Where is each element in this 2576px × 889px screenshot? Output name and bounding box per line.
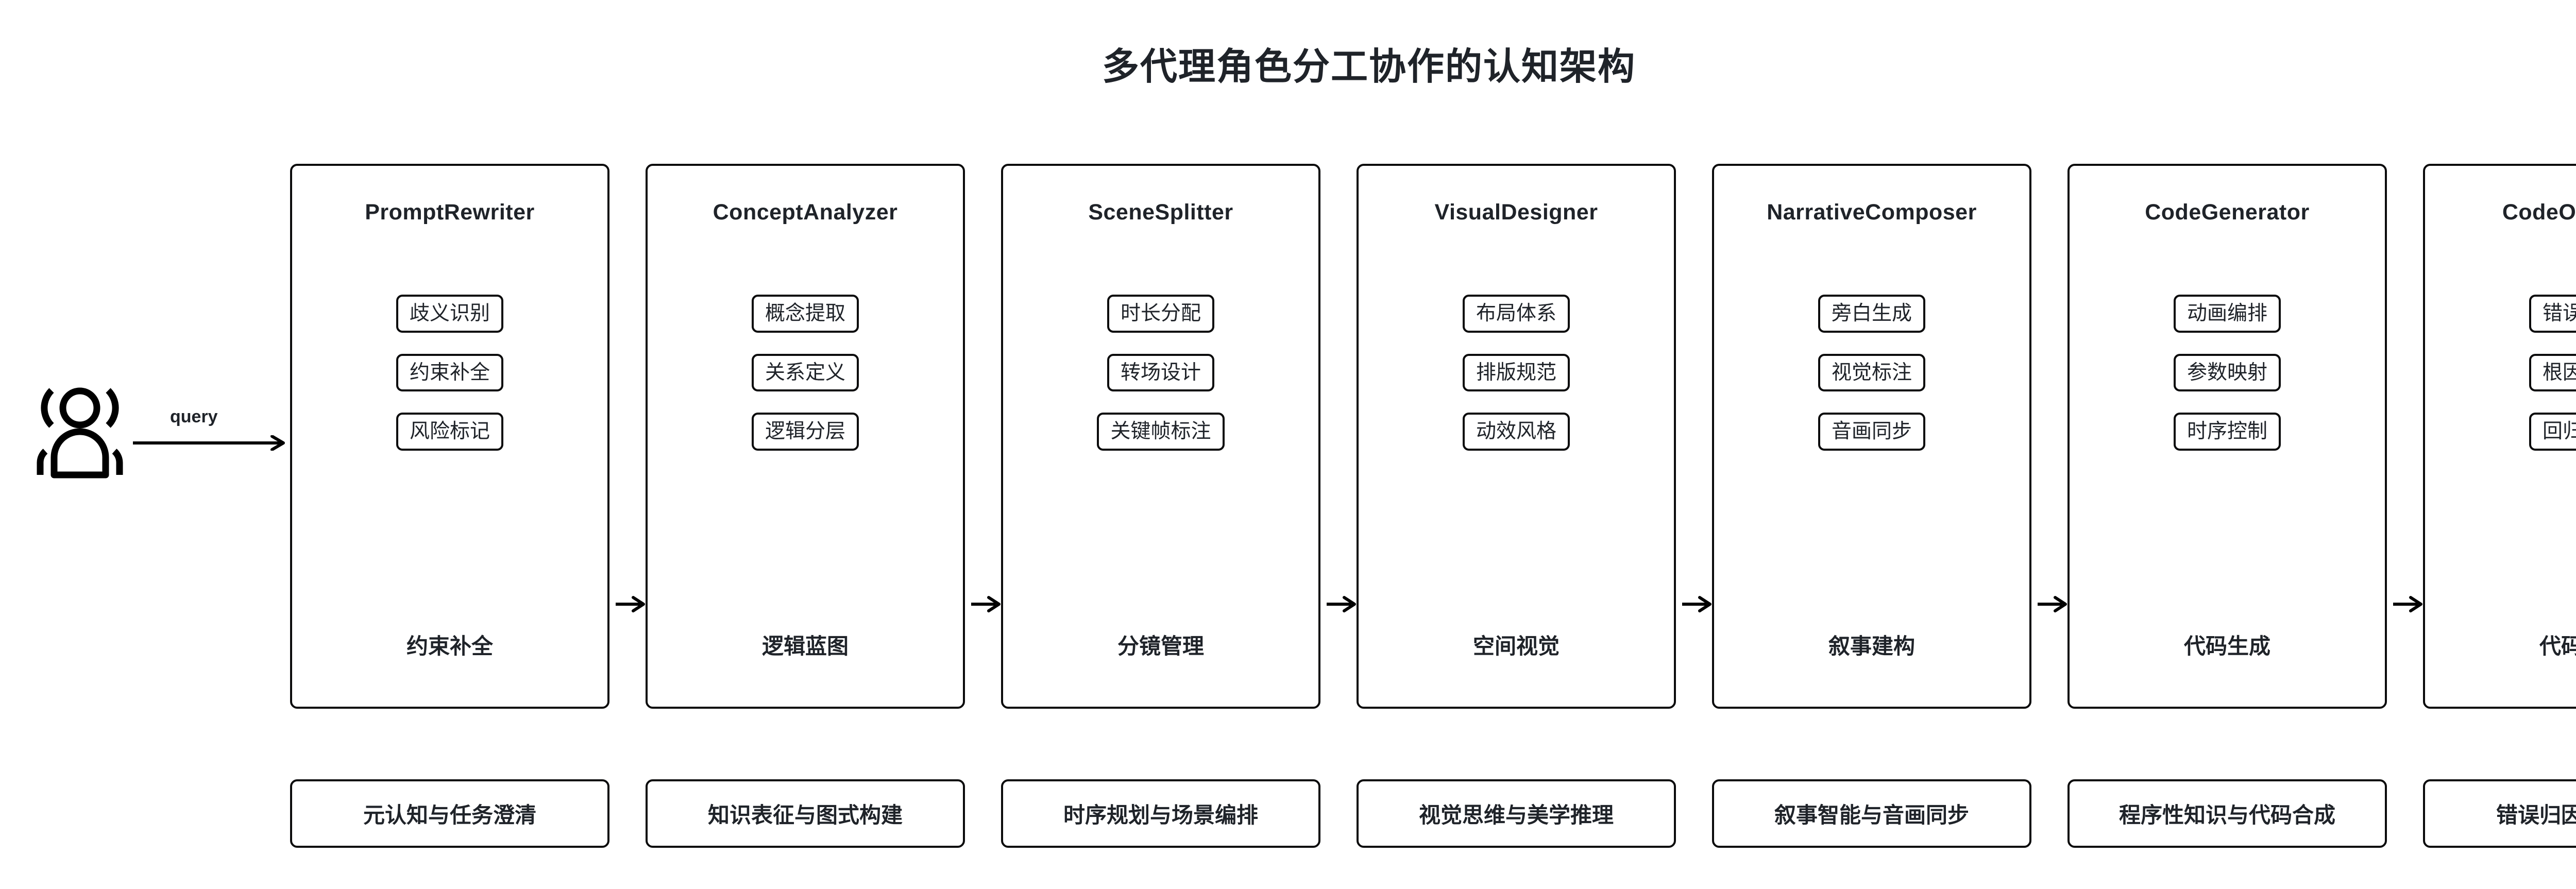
agent-capability-list: 旁白生成 视觉标注 音画同步 xyxy=(1714,295,2029,451)
capability-captions-row: 元认知与任务澄清 知识表征与图式构建 时序规划与场景编排 视觉思维与美学推理 叙… xyxy=(290,779,2576,849)
agent-panel-footer: 叙事建构 xyxy=(1828,634,1915,658)
caption-text: 错误归因与自修复 xyxy=(2496,803,2576,827)
capability-chip[interactable]: 关系定义 xyxy=(751,353,859,392)
capability-chip[interactable]: 时序控制 xyxy=(2173,413,2281,451)
capability-chip[interactable]: 回归测试 xyxy=(2529,413,2576,451)
agent-panel-title: NarrativeComposer xyxy=(1767,200,1977,225)
capability-chip[interactable]: 布局体系 xyxy=(1462,295,1570,333)
capability-chip[interactable]: 排版规范 xyxy=(1462,353,1570,392)
caption-text: 时序规划与场景编排 xyxy=(1063,803,1258,827)
arrow-right-icon xyxy=(133,435,287,451)
caption-box[interactable]: 元认知与任务澄清 xyxy=(290,779,609,848)
agent-panel-title: PromptRewriter xyxy=(365,200,535,225)
agent-panel-footer: 代码生成 xyxy=(2183,634,2270,658)
arrow-right-icon xyxy=(615,595,646,613)
caption-box[interactable]: 程序性知识与代码合成 xyxy=(2067,779,2387,848)
capability-chip[interactable]: 风险标记 xyxy=(396,413,503,451)
caption-box[interactable]: 知识表征与图式构建 xyxy=(646,779,965,848)
capability-chip[interactable]: 约束补全 xyxy=(396,353,503,392)
agent-panel-promptrewriter[interactable]: PromptRewriter 歧义识别 约束补全 风险标记 约束补全 xyxy=(290,164,609,709)
capability-chip[interactable]: 音画同步 xyxy=(1818,413,1925,451)
capability-chip[interactable]: 根因分析 xyxy=(2529,353,2576,392)
arrow-right-icon xyxy=(2392,595,2423,613)
agent-panel-visualdesigner[interactable]: VisualDesigner 布局体系 排版规范 动效风格 空间视觉 xyxy=(1357,164,1676,709)
capability-chip[interactable]: 错误捕获 xyxy=(2529,295,2576,333)
caption-box[interactable]: 时序规划与场景编排 xyxy=(1001,779,1320,848)
capability-chip[interactable]: 动效风格 xyxy=(1462,413,1570,451)
capability-chip[interactable]: 动画编排 xyxy=(2173,295,2281,333)
caption-text: 元认知与任务澄清 xyxy=(363,803,536,827)
caption-box[interactable]: 错误归因与自修复 xyxy=(2423,779,2576,848)
caption-box[interactable]: 叙事智能与音画同步 xyxy=(1712,779,2031,848)
agent-capability-list: 概念提取 关系定义 逻辑分层 xyxy=(648,295,963,451)
agent-capability-list: 歧义识别 约束补全 风险标记 xyxy=(292,295,607,451)
agent-panel-title: ConceptAnalyzer xyxy=(713,200,898,225)
agent-capability-list: 时长分配 转场设计 关键帧标注 xyxy=(1003,295,1318,451)
agent-capability-list: 布局体系 排版规范 动效风格 xyxy=(1359,295,1674,451)
agent-capability-list: 动画编排 参数映射 时序控制 xyxy=(2070,295,2385,451)
user-actor-icon xyxy=(31,376,129,479)
arrow-right-icon xyxy=(1681,595,1712,613)
capability-chip[interactable]: 旁白生成 xyxy=(1818,295,1925,333)
caption-text: 视觉思维与美学推理 xyxy=(1418,803,1614,827)
caption-text: 知识表征与图式构建 xyxy=(707,803,903,827)
capability-chip[interactable]: 歧义识别 xyxy=(396,295,503,333)
agent-panel-footer: 分镜管理 xyxy=(1117,634,1204,658)
capability-chip[interactable]: 转场设计 xyxy=(1107,353,1214,392)
caption-box[interactable]: 视觉思维与美学推理 xyxy=(1357,779,1676,848)
actor-group: query xyxy=(21,355,289,510)
capability-chip[interactable]: 参数映射 xyxy=(2173,353,2281,392)
capability-chip[interactable]: 时长分配 xyxy=(1107,295,1214,333)
capability-chip[interactable]: 视觉标注 xyxy=(1818,353,1925,392)
capability-chip[interactable]: 关键帧标注 xyxy=(1097,413,1225,451)
agent-panel-codegenerator[interactable]: CodeGenerator 动画编排 参数映射 时序控制 代码生成 xyxy=(2067,164,2387,709)
agent-panel-footer: 约束补全 xyxy=(406,634,493,658)
agent-panel-title: SceneSplitter xyxy=(1088,200,1233,225)
arrow-right-icon xyxy=(2037,595,2067,613)
agent-panel-title: CodeOptimizer xyxy=(2502,200,2576,225)
agent-panel-title: VisualDesigner xyxy=(1434,200,1598,225)
agent-panel-codeoptimizer[interactable]: CodeOptimizer 错误捕获 根因分析 回归测试 代码修复 xyxy=(2423,164,2576,709)
capability-chip[interactable]: 逻辑分层 xyxy=(751,413,859,451)
caption-text: 叙事智能与音画同步 xyxy=(1774,803,1969,827)
page-title: 多代理角色分工协作的认知架构 xyxy=(1101,46,1636,88)
agent-panel-title: CodeGenerator xyxy=(2145,200,2310,225)
agent-capability-list: 错误捕获 根因分析 回归测试 xyxy=(2425,295,2576,451)
agent-panel-narrativecomposer[interactable]: NarrativeComposer 旁白生成 视觉标注 音画同步 叙事建构 xyxy=(1712,164,2031,709)
query-edge-label: query xyxy=(170,407,218,426)
capability-chip[interactable]: 概念提取 xyxy=(751,295,859,333)
agent-panel-footer: 逻辑蓝图 xyxy=(761,634,849,658)
arrow-right-icon xyxy=(970,595,1001,613)
arrow-right-icon xyxy=(1326,595,1357,613)
agent-panel-scenesplitter[interactable]: SceneSplitter 时长分配 转场设计 关键帧标注 分镜管理 xyxy=(1001,164,1320,709)
agent-panel-footer: 空间视觉 xyxy=(1472,634,1560,658)
agent-panel-footer: 代码修复 xyxy=(2539,634,2576,658)
agent-panels-row: PromptRewriter 歧义识别 约束补全 风险标记 约束补全 Conce… xyxy=(290,164,2576,710)
caption-text: 程序性知识与代码合成 xyxy=(2119,803,2335,827)
agent-panel-conceptanalyzer[interactable]: ConceptAnalyzer 概念提取 关系定义 逻辑分层 逻辑蓝图 xyxy=(646,164,965,709)
